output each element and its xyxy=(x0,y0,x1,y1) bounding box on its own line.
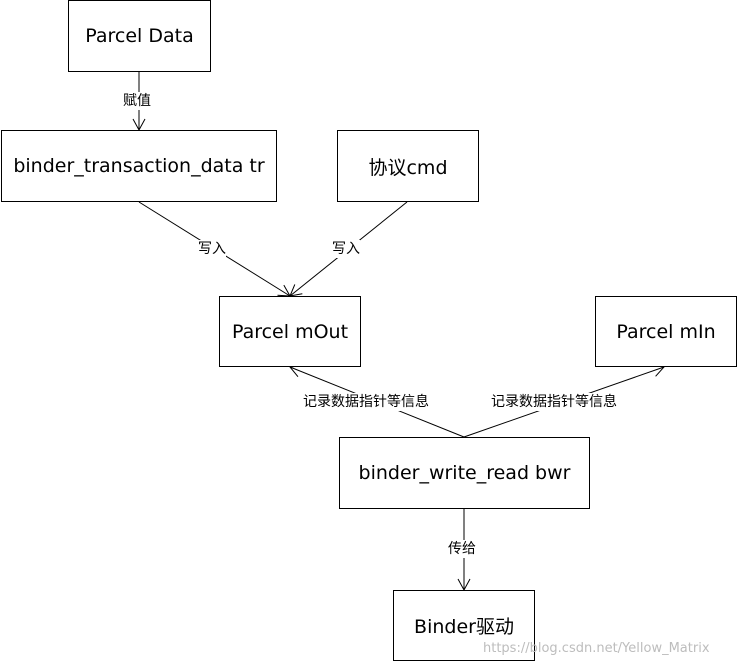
node-write-read: binder_write_read bwr xyxy=(339,437,590,509)
node-binder-driver: Binder驱动 xyxy=(393,590,535,661)
edge-label-write-left: 写入 xyxy=(198,240,226,258)
edge-label-assign: 赋值 xyxy=(123,92,151,110)
node-binder-driver-label: Binder驱动 xyxy=(414,616,514,638)
node-protocol-cmd-label: 协议cmd xyxy=(368,156,448,179)
edge-label-pass-to: 传给 xyxy=(448,540,476,558)
node-parcel-data-label: Parcel Data xyxy=(85,25,194,47)
node-protocol-cmd: 协议cmd xyxy=(337,130,479,202)
node-transaction-data-label: binder_transaction_data tr xyxy=(13,155,265,177)
node-parcel-mout: Parcel mOut xyxy=(219,296,361,367)
edge-label-record-left: 记录数据指针等信息 xyxy=(303,393,429,411)
node-transaction-data: binder_transaction_data tr xyxy=(1,130,277,202)
edge-label-record-right: 记录数据指针等信息 xyxy=(491,393,617,411)
node-parcel-mout-label: Parcel mOut xyxy=(231,320,349,343)
node-parcel-min-label: Parcel mIn xyxy=(616,320,716,343)
node-parcel-min: Parcel mIn xyxy=(595,296,737,367)
watermark: https://blog.csdn.net/Yellow_Matrix xyxy=(483,641,710,656)
edge-label-write-right: 写入 xyxy=(332,240,360,258)
node-parcel-data: Parcel Data xyxy=(68,0,211,72)
node-write-read-label: binder_write_read bwr xyxy=(358,462,571,484)
